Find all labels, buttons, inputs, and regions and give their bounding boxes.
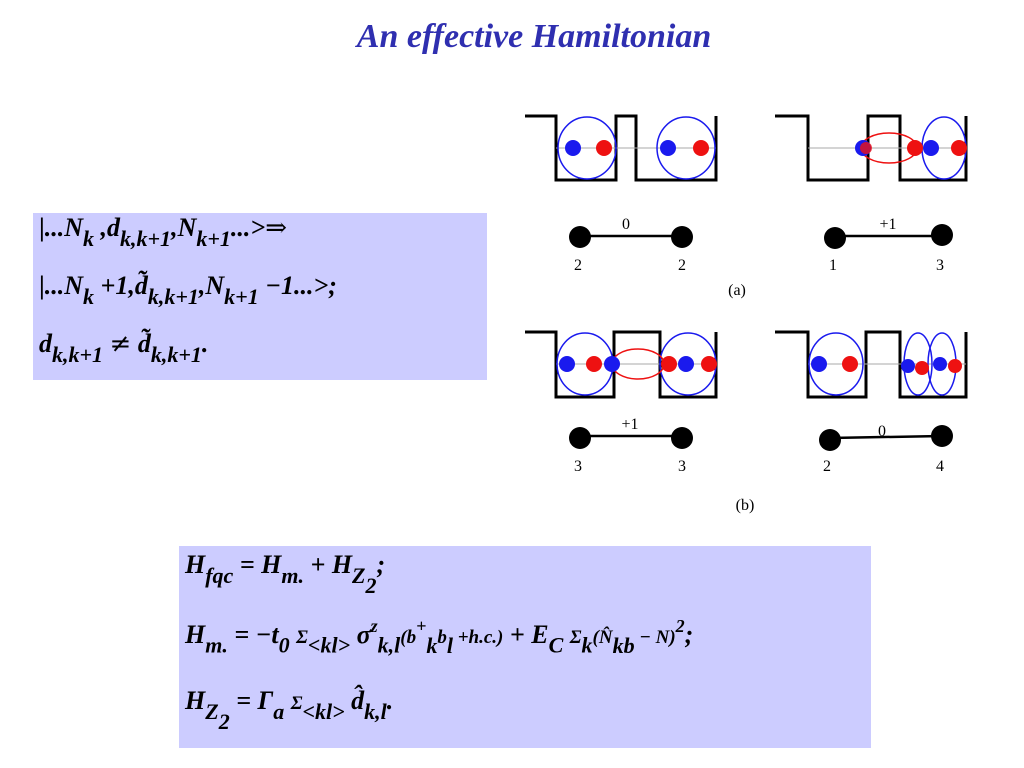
bond-label: +1	[879, 216, 896, 233]
state-transition-line-3: dk,k+1 ≠ d̃k,k+1.	[39, 329, 209, 367]
caption-b: (b)	[736, 497, 755, 514]
panel-a-left	[525, 114, 718, 182]
site-label-left: 2	[823, 458, 831, 475]
bond-graph-b-right: 0 2 4	[819, 423, 953, 475]
site-label-right: 2	[678, 257, 686, 274]
panel-b-left	[525, 330, 718, 399]
bond-graph-a-right: +1 1 3	[824, 216, 953, 274]
hamiltonian-box: Hfqc = Hm. + HZ2; Hm. = −t0 Σ<kl> σzk,l(…	[179, 546, 871, 748]
state-transition-line-2: |...Nk +1,d̃k,k+1,Nk+1 −1...>;	[39, 271, 337, 309]
hamiltonian-line-2: Hm. = −t0 Σ<kl> σzk,l(b+kbl +h.c.) + EC …	[185, 616, 694, 658]
site-label-left: 1	[829, 257, 837, 274]
state-transition-line-1: |...Nk ,dk,k+1,Nk+1...>⇒	[39, 213, 288, 251]
site-label-left: 3	[574, 458, 582, 475]
site-label-right: 3	[936, 257, 944, 274]
site-label-left: 2	[574, 257, 582, 274]
bond-label: 0	[622, 216, 630, 233]
hamiltonian-line-1: Hfqc = Hm. + HZ2;	[185, 550, 386, 598]
caption-a: (a)	[728, 282, 746, 299]
hamiltonian-line-3: HZ2 = Γa Σ<kl> d̂k,l.	[185, 686, 394, 734]
site-label-right: 3	[678, 458, 686, 475]
bond-label: 0	[878, 423, 886, 440]
panel-b-right	[775, 330, 968, 399]
bond-label: +1	[621, 416, 638, 433]
bond-graph-b-left: +1 3 3	[569, 416, 693, 475]
state-transition-box: |...Nk ,dk,k+1,Nk+1...>⇒ |...Nk +1,d̃k,k…	[33, 213, 487, 380]
bond-graph-a-left: 0 2 2	[569, 216, 693, 274]
slide-title: An effective Hamiltonian	[356, 18, 712, 55]
site-label-right: 4	[936, 458, 944, 475]
panel-a-right	[775, 114, 968, 182]
